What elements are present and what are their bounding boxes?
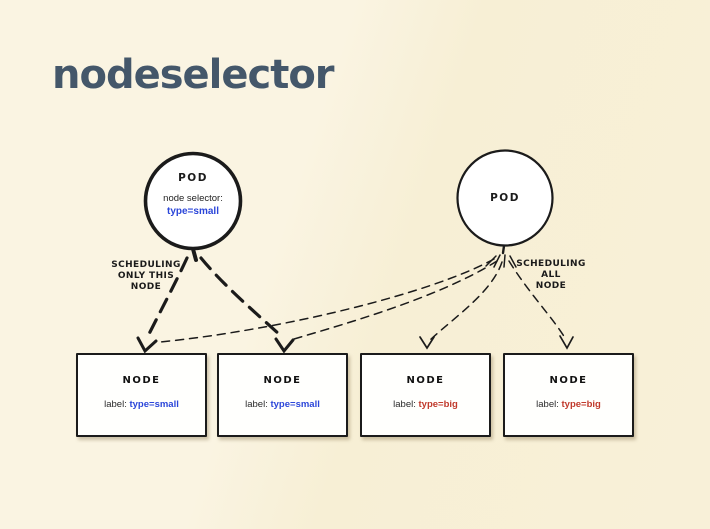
pod-left-selector-label: node selector: (163, 193, 223, 204)
node-1-label-prefix: label: (104, 399, 127, 410)
edge-rightpod-to-node4 (508, 260, 566, 339)
arrowhead-node2 (274, 337, 295, 354)
node-3-label-value: type=big (418, 399, 458, 410)
edge-rightpod-to-node2 (293, 260, 498, 340)
node-box-2: NODE label: type=small (217, 353, 348, 437)
edge-label-right: SCHEDULING ALL NODE (501, 259, 601, 292)
node-3-label-prefix: label: (393, 399, 416, 410)
node-4-label-value: type=big (561, 399, 601, 410)
pod-right-name: POD (490, 192, 520, 204)
edge-label-right-line2: ALL (541, 270, 561, 280)
node-3-label: label: type=big (362, 399, 489, 410)
node-3-title: NODE (406, 375, 445, 386)
pod-left: POD node selector: type=small (131, 172, 255, 217)
arrowhead-node3 (419, 336, 435, 350)
node-1-label-value: type=small (129, 399, 179, 410)
node-2-label-value: type=small (270, 399, 320, 410)
pod-left-name: POD (178, 172, 208, 184)
edge-label-right-line3: NODE (535, 281, 567, 291)
pod-left-stem (191, 247, 198, 262)
node-2-label: label: type=small (219, 399, 346, 410)
page-title: nodeselector (52, 52, 335, 98)
node-box-1: NODE label: type=small (76, 353, 207, 437)
pod-right-stem (501, 244, 506, 255)
node-1-label: label: type=small (78, 399, 205, 410)
arrowhead-node1 (136, 336, 158, 354)
node-box-4: NODE label: type=big (503, 353, 634, 437)
edge-label-left: SCHEDULING ONLY THIS NODE (96, 260, 196, 293)
arrowhead-node4 (559, 335, 574, 350)
edge-rightpod-to-node1 (159, 258, 495, 343)
node-4-label: label: type=big (505, 399, 632, 410)
node-box-3: NODE label: type=big (360, 353, 491, 437)
edge-label-left-line3: NODE (130, 282, 162, 292)
pod-right: POD (443, 192, 567, 204)
edge-rightpod-to-node3 (429, 261, 503, 341)
edge-label-left-line1: SCHEDULING (111, 260, 181, 270)
node-1-title: NODE (122, 375, 161, 386)
edge-leftpod-to-node1 (146, 256, 189, 338)
node-4-title: NODE (549, 375, 588, 386)
node-2-label-prefix: label: (245, 399, 268, 410)
edge-label-right-line1: SCHEDULING (516, 259, 586, 269)
node-4-label-prefix: label: (536, 399, 559, 410)
pod-left-selector-value: type=small (167, 206, 219, 217)
edge-leftpod-to-node2 (199, 256, 282, 337)
node-2-title: NODE (263, 375, 302, 386)
edge-label-left-line2: ONLY THIS (117, 271, 175, 281)
